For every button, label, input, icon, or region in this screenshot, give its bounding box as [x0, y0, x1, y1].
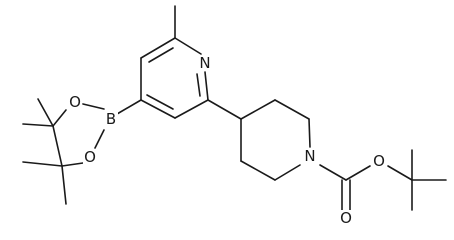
carbonyl-oxygen: O: [338, 209, 354, 227]
bond-c6a-c5a: [240, 160, 276, 181]
bond-upper-c-me-a: [22, 123, 54, 127]
bond-n-c6a: [274, 164, 301, 181]
boron-label: B: [106, 110, 116, 128]
pyridine-nitrogen-label: N: [199, 54, 210, 72]
bond-c2-pip4: [207, 99, 242, 120]
bond-lower-c-me-a: [22, 161, 63, 167]
bond-lines: [22, 5, 447, 212]
bond-c5-c6-double: [148, 47, 174, 63]
bond-b-o-lower: [94, 129, 105, 149]
boronate-oxygen-lower-label: O: [84, 148, 96, 166]
ester-oxygen: O: [371, 152, 387, 170]
bond-n1-c2: [204, 71, 209, 101]
bond-o-lower-c: [61, 162, 84, 167]
bond-b-o-upper: [82, 103, 105, 110]
bond-lower-c-me-b: [61, 165, 67, 205]
atom-labels: N B O O N O O: [68, 54, 387, 227]
boronate-oxygen-lower: O: [83, 148, 97, 166]
bond-c3-c4: [140, 99, 176, 119]
boronate-oxygen-upper-label: O: [69, 93, 81, 111]
boronate-oxygen-upper: O: [68, 93, 82, 111]
carbonyl-oxygen-label: O: [340, 209, 352, 227]
bond-c3a-c2a: [274, 99, 310, 120]
piperidine-nitrogen: N: [303, 147, 317, 165]
bond-n-carbonyl-c: [319, 164, 347, 181]
piperidine-nitrogen-label: N: [304, 147, 315, 165]
bond-carbonyl-c-ester-o: [345, 165, 371, 181]
bond-c2a-n: [308, 118, 311, 148]
molecule-structure-diagram: N B O O N O O: [22, 5, 447, 227]
bond-o-upper-c: [52, 109, 67, 127]
bond-c6-n1: [174, 37, 202, 55]
bond-pip4-c3a: [240, 99, 276, 120]
ester-oxygen-label: O: [373, 152, 385, 170]
bond-upper-c-me-b: [37, 98, 54, 127]
bond-c2-c3: [174, 99, 209, 119]
bond-ester-o-tbu-c: [387, 165, 413, 181]
bond-boronate-c-c: [52, 125, 63, 167]
boron-atom: B: [104, 110, 118, 128]
pyridine-nitrogen: N: [198, 54, 212, 72]
bond-c5-c6: [140, 37, 176, 59]
bond-c3-c4-double: [146, 94, 174, 110]
bond-n1-c2-double: [196, 73, 201, 97]
bond-c4-b: [116, 99, 142, 115]
